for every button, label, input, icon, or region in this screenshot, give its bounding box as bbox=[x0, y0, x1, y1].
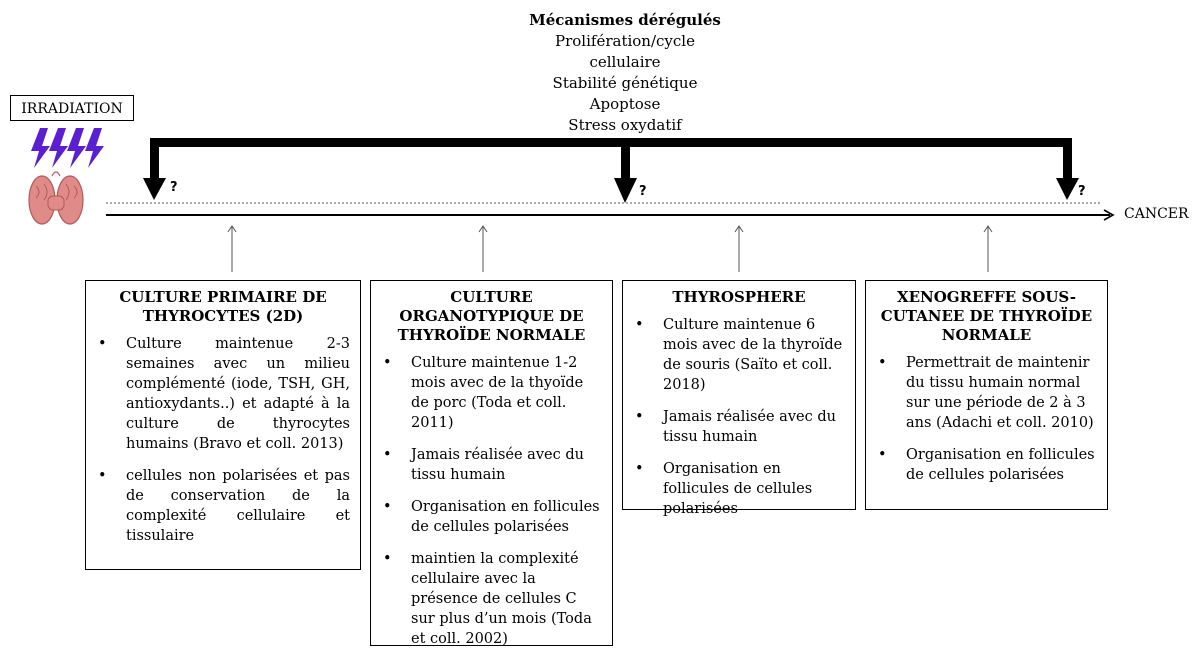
lightning-bolt-icon bbox=[31, 128, 104, 168]
bracket-arrowhead-2 bbox=[614, 178, 637, 203]
model-bullet: Culture maintenue 6 mois avec de la thyr… bbox=[633, 315, 845, 395]
model-bullet: Permettrait de maintenir du tissu humain… bbox=[876, 353, 1097, 433]
question-mark: ? bbox=[639, 184, 647, 199]
model-box-thyrosphere: THYROSPHERE Culture maintenue 6 mois ave… bbox=[622, 280, 856, 517]
cancer-label: CANCER bbox=[1124, 206, 1189, 222]
model-box-primary-culture: CULTURE PRIMAIRE DE THYROCYTES (2D) Cult… bbox=[85, 280, 361, 570]
model-bullet: Culture maintenue 1-2 mois avec de la th… bbox=[381, 353, 602, 433]
model-bullet: Jamais réalisée avec du tissu humain bbox=[381, 445, 602, 485]
bracket-arrowhead-3 bbox=[1056, 178, 1079, 200]
model-bullet: Organisation en follicules de cellules p… bbox=[633, 459, 845, 519]
model-title: CULTURE ORGANOTYPIQUE DE THYROÏDE NORMAL… bbox=[397, 288, 586, 344]
timeline-arrow bbox=[106, 209, 1115, 221]
model-bullet: Organisation en follicules de cellules p… bbox=[381, 497, 602, 537]
mechanism-item: Apoptose bbox=[589, 95, 661, 113]
model-bullet: cellules non polarisées et pas de conser… bbox=[96, 466, 350, 546]
model-connector-arrows bbox=[227, 225, 993, 272]
question-mark: ? bbox=[1078, 184, 1086, 199]
thyroid-gland-icon bbox=[28, 171, 84, 225]
model-box-xenograft: XENOGREFFE SOUS-CUTANEE DE THYROÏDE NORM… bbox=[865, 280, 1108, 510]
mechanisms-block: Mécanismes dérégulés Prolifération/cycle… bbox=[490, 10, 760, 136]
deregulated-mechanisms-bracket bbox=[143, 138, 1079, 203]
mechanisms-title: Mécanismes dérégulés bbox=[529, 11, 721, 29]
question-mark: ? bbox=[170, 180, 178, 195]
mechanism-item: Stress oxydatif bbox=[568, 116, 682, 134]
model-title: THYROSPHERE bbox=[672, 288, 806, 306]
bracket-arrowhead-1 bbox=[143, 178, 166, 200]
model-box-organotypic-culture: CULTURE ORGANOTYPIQUE DE THYROÏDE NORMAL… bbox=[370, 280, 613, 649]
model-bullet: maintien la complexité cellulaire avec l… bbox=[381, 549, 602, 649]
mechanism-item: cellulaire bbox=[589, 53, 661, 71]
model-title: CULTURE PRIMAIRE DE THYROCYTES (2D) bbox=[119, 288, 327, 325]
mechanism-item: Prolifération/cycle bbox=[555, 32, 695, 50]
model-bullet: Jamais réalisée avec du tissu humain bbox=[633, 407, 845, 447]
mechanism-item: Stabilité génétique bbox=[552, 74, 698, 92]
irradiation-label: IRRADIATION bbox=[10, 95, 134, 121]
model-bullet: Organisation en follicules de cellules p… bbox=[876, 445, 1097, 485]
model-bullet: Culture maintenue 2-3 semaines avec un m… bbox=[96, 334, 350, 454]
model-title: XENOGREFFE SOUS-CUTANEE DE THYROÏDE NORM… bbox=[880, 288, 1093, 344]
